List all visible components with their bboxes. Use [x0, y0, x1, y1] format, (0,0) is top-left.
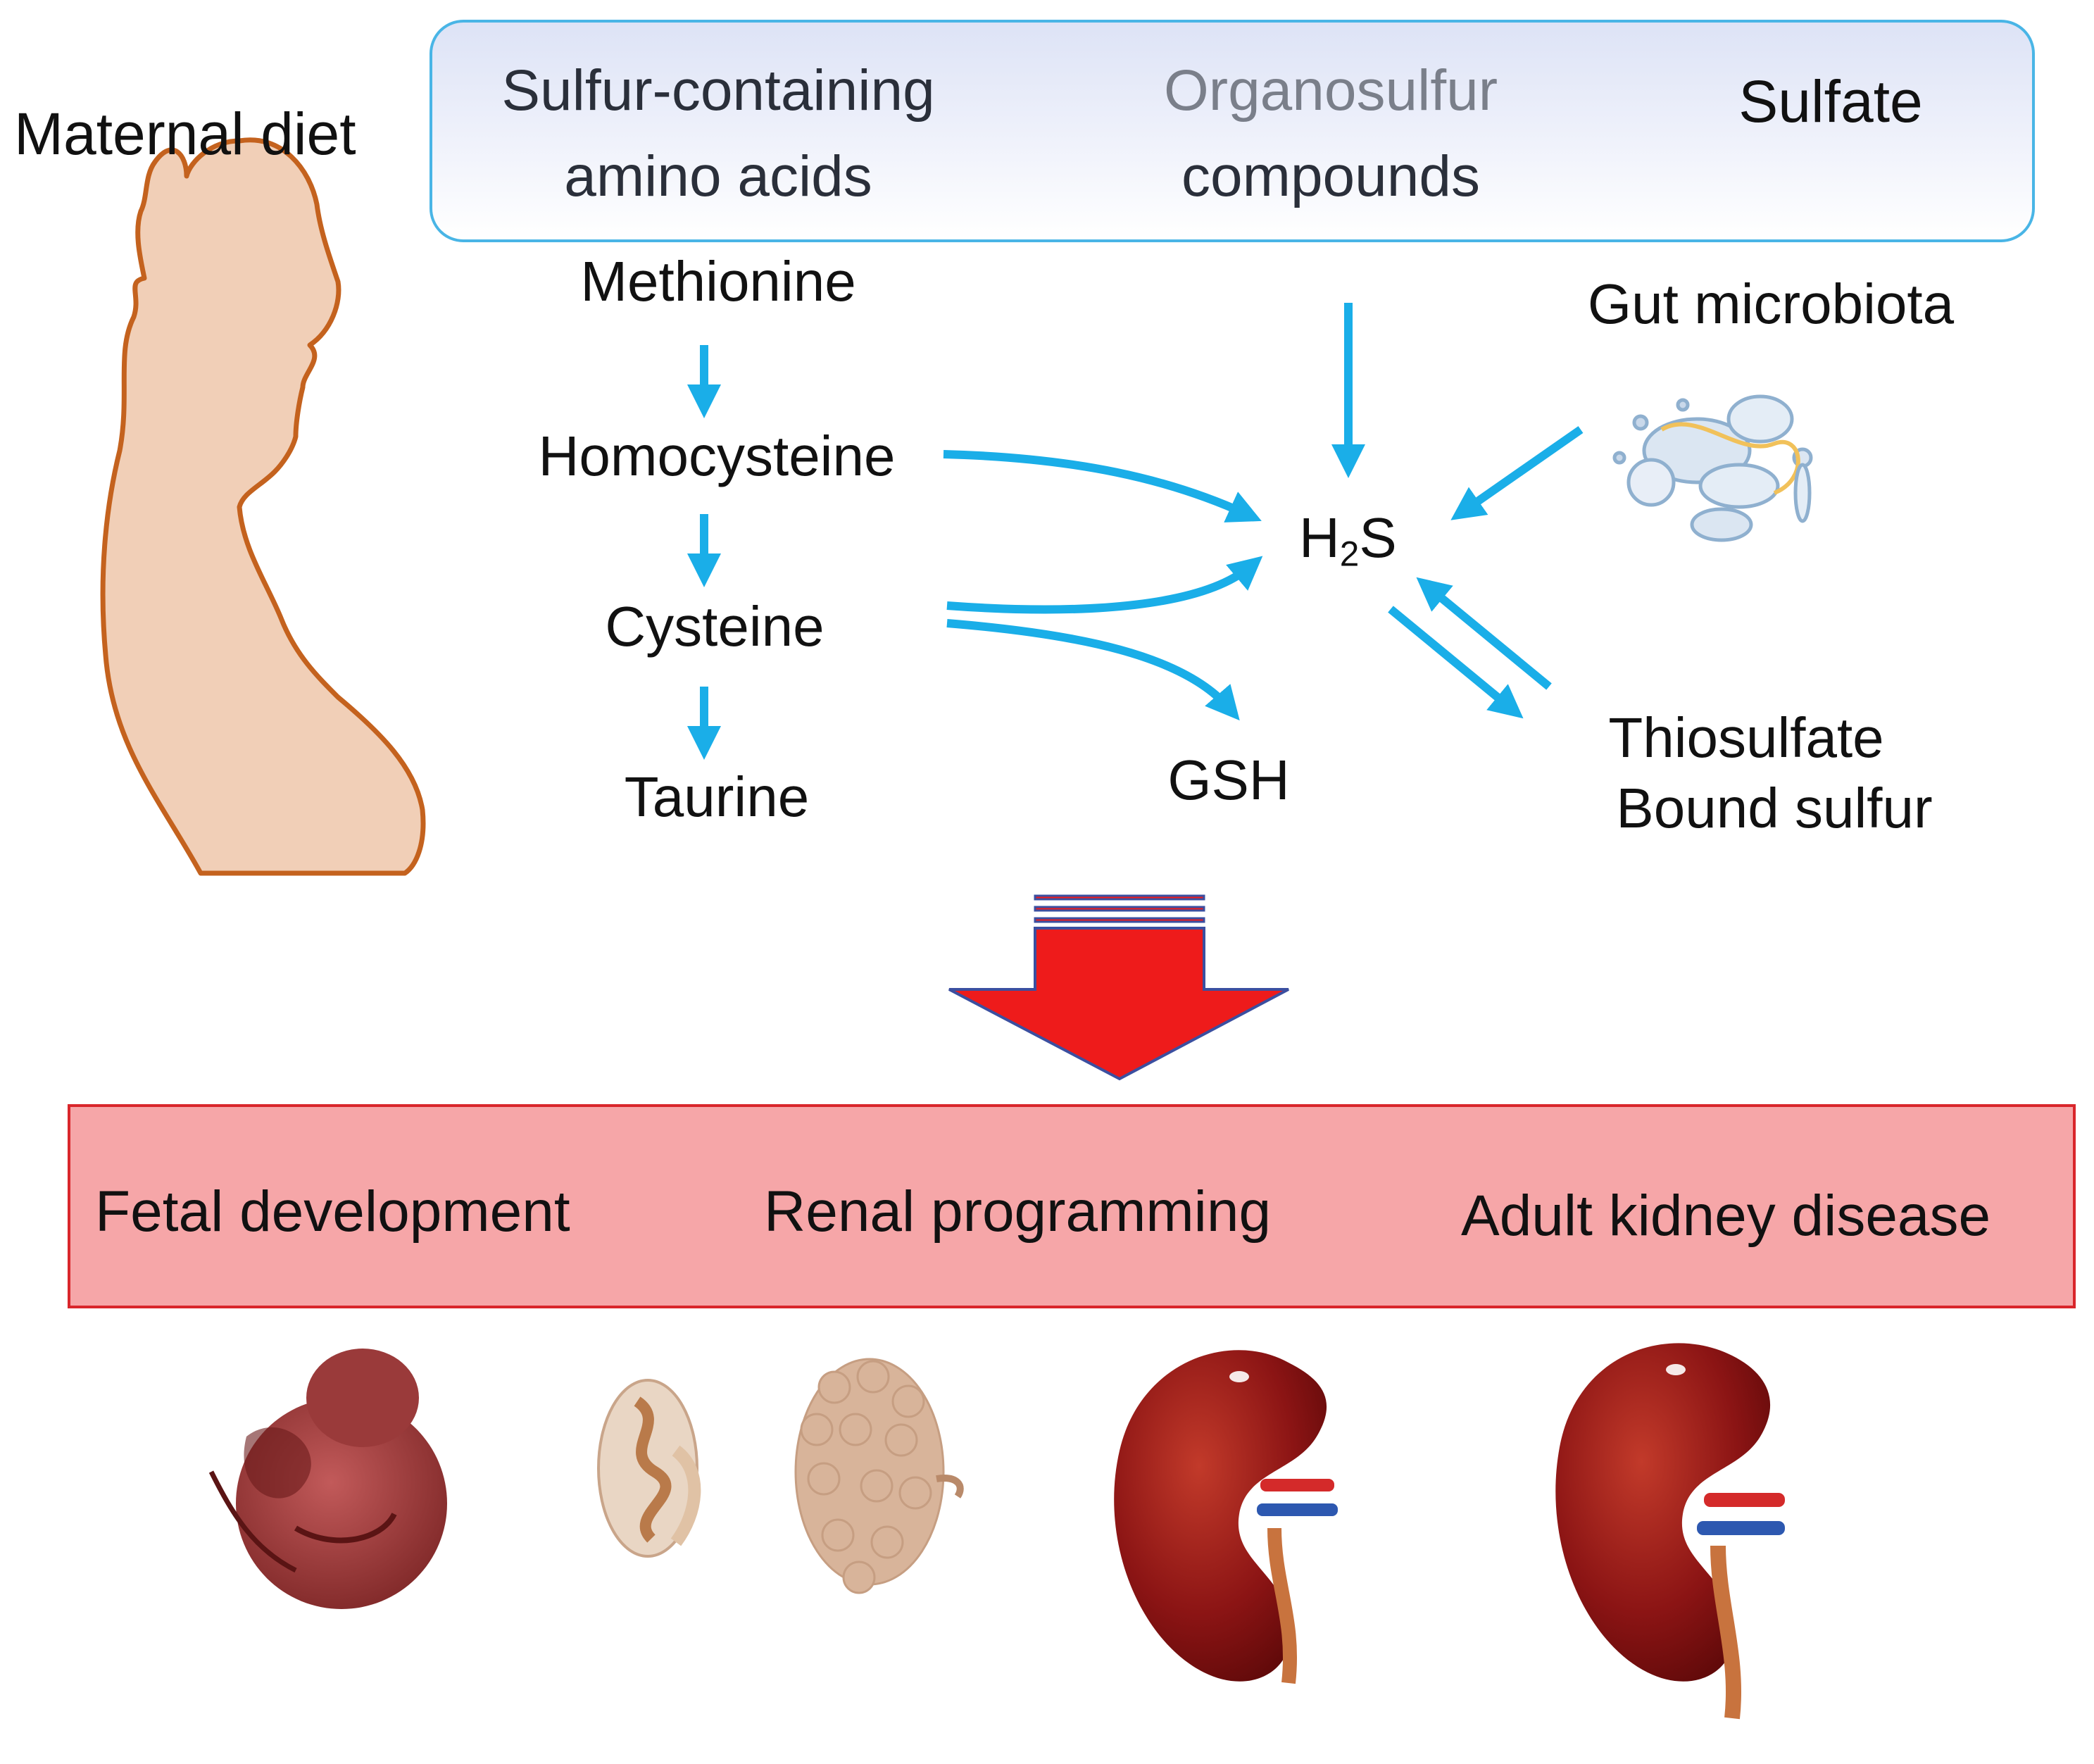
sulfate-label: Sulfate — [1738, 68, 1923, 135]
stage-renal-programming: Renal programming — [764, 1180, 1272, 1244]
homocysteine-label: Homocysteine — [538, 425, 896, 487]
arrow-cysteine-gsh — [946, 619, 1240, 721]
pathway-arrows — [687, 303, 1584, 760]
outcome-box — [68, 1104, 2076, 1308]
arrow-cysteine-h2s — [946, 556, 1263, 614]
thiosulfate-label: Thiosulfate — [1608, 706, 1884, 769]
bound-sulfur-label: Bound sulfur — [1616, 777, 1933, 839]
big-down-arrow — [948, 894, 1289, 1081]
arrow-microbiota-h2s — [1450, 426, 1584, 520]
methionine-label: Methionine — [580, 250, 856, 313]
diet-sources-box — [430, 20, 2035, 242]
kidney-icon-adult — [1555, 1343, 1785, 1720]
h2s-main: H — [1299, 506, 1340, 569]
gsh-label: GSH — [1167, 749, 1290, 811]
developing-kidney-icon — [597, 1379, 701, 1558]
arrow-homocysteine-h2s — [943, 450, 1262, 523]
h2s-label: H2S — [1299, 510, 1397, 572]
stage-fetal-development: Fetal development — [95, 1180, 570, 1244]
organosulfur-line1: Organosulfur — [1163, 58, 1498, 123]
taurine-label: Taurine — [624, 765, 810, 828]
gut-microbiota-icon — [1612, 394, 1813, 542]
maternal-diet-label: Maternal diet — [14, 101, 356, 167]
amino-acids-line1: Sulfur-containing — [501, 58, 935, 123]
stage-adult-kidney-disease: Adult kidney disease — [1461, 1184, 1991, 1248]
arrow-h2s-thiosulfate — [1388, 606, 1524, 719]
kidney-icon-developing — [1114, 1350, 1338, 1684]
h2s-tail: S — [1359, 506, 1397, 569]
fetus-icon — [208, 1349, 447, 1609]
pregnant-woman-icon — [100, 137, 426, 876]
cysteine-label: Cysteine — [605, 595, 825, 658]
gut-microbiota-label: Gut microbiota — [1587, 273, 1955, 335]
h2s-subscript: 2 — [1339, 534, 1360, 574]
amino-acids-line2: amino acids — [564, 144, 872, 208]
arrow-thiosulfate-h2s — [1416, 577, 1552, 690]
organosulfur-line2: compounds — [1181, 144, 1480, 208]
renal-tissue-icon — [794, 1358, 964, 1594]
